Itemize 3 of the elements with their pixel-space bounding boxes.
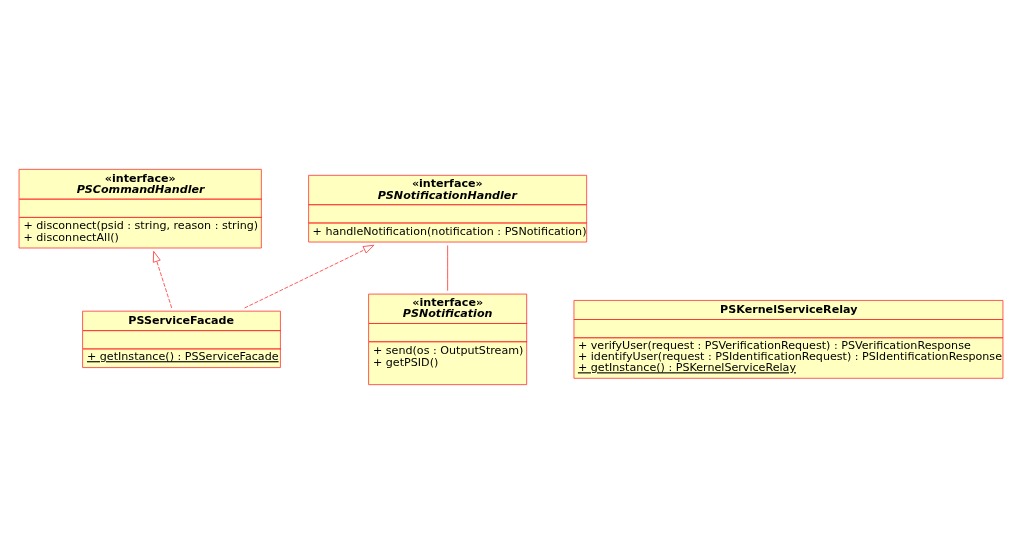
arrow	[152, 251, 173, 309]
arrow	[244, 244, 375, 309]
connector	[447, 245, 449, 292]
